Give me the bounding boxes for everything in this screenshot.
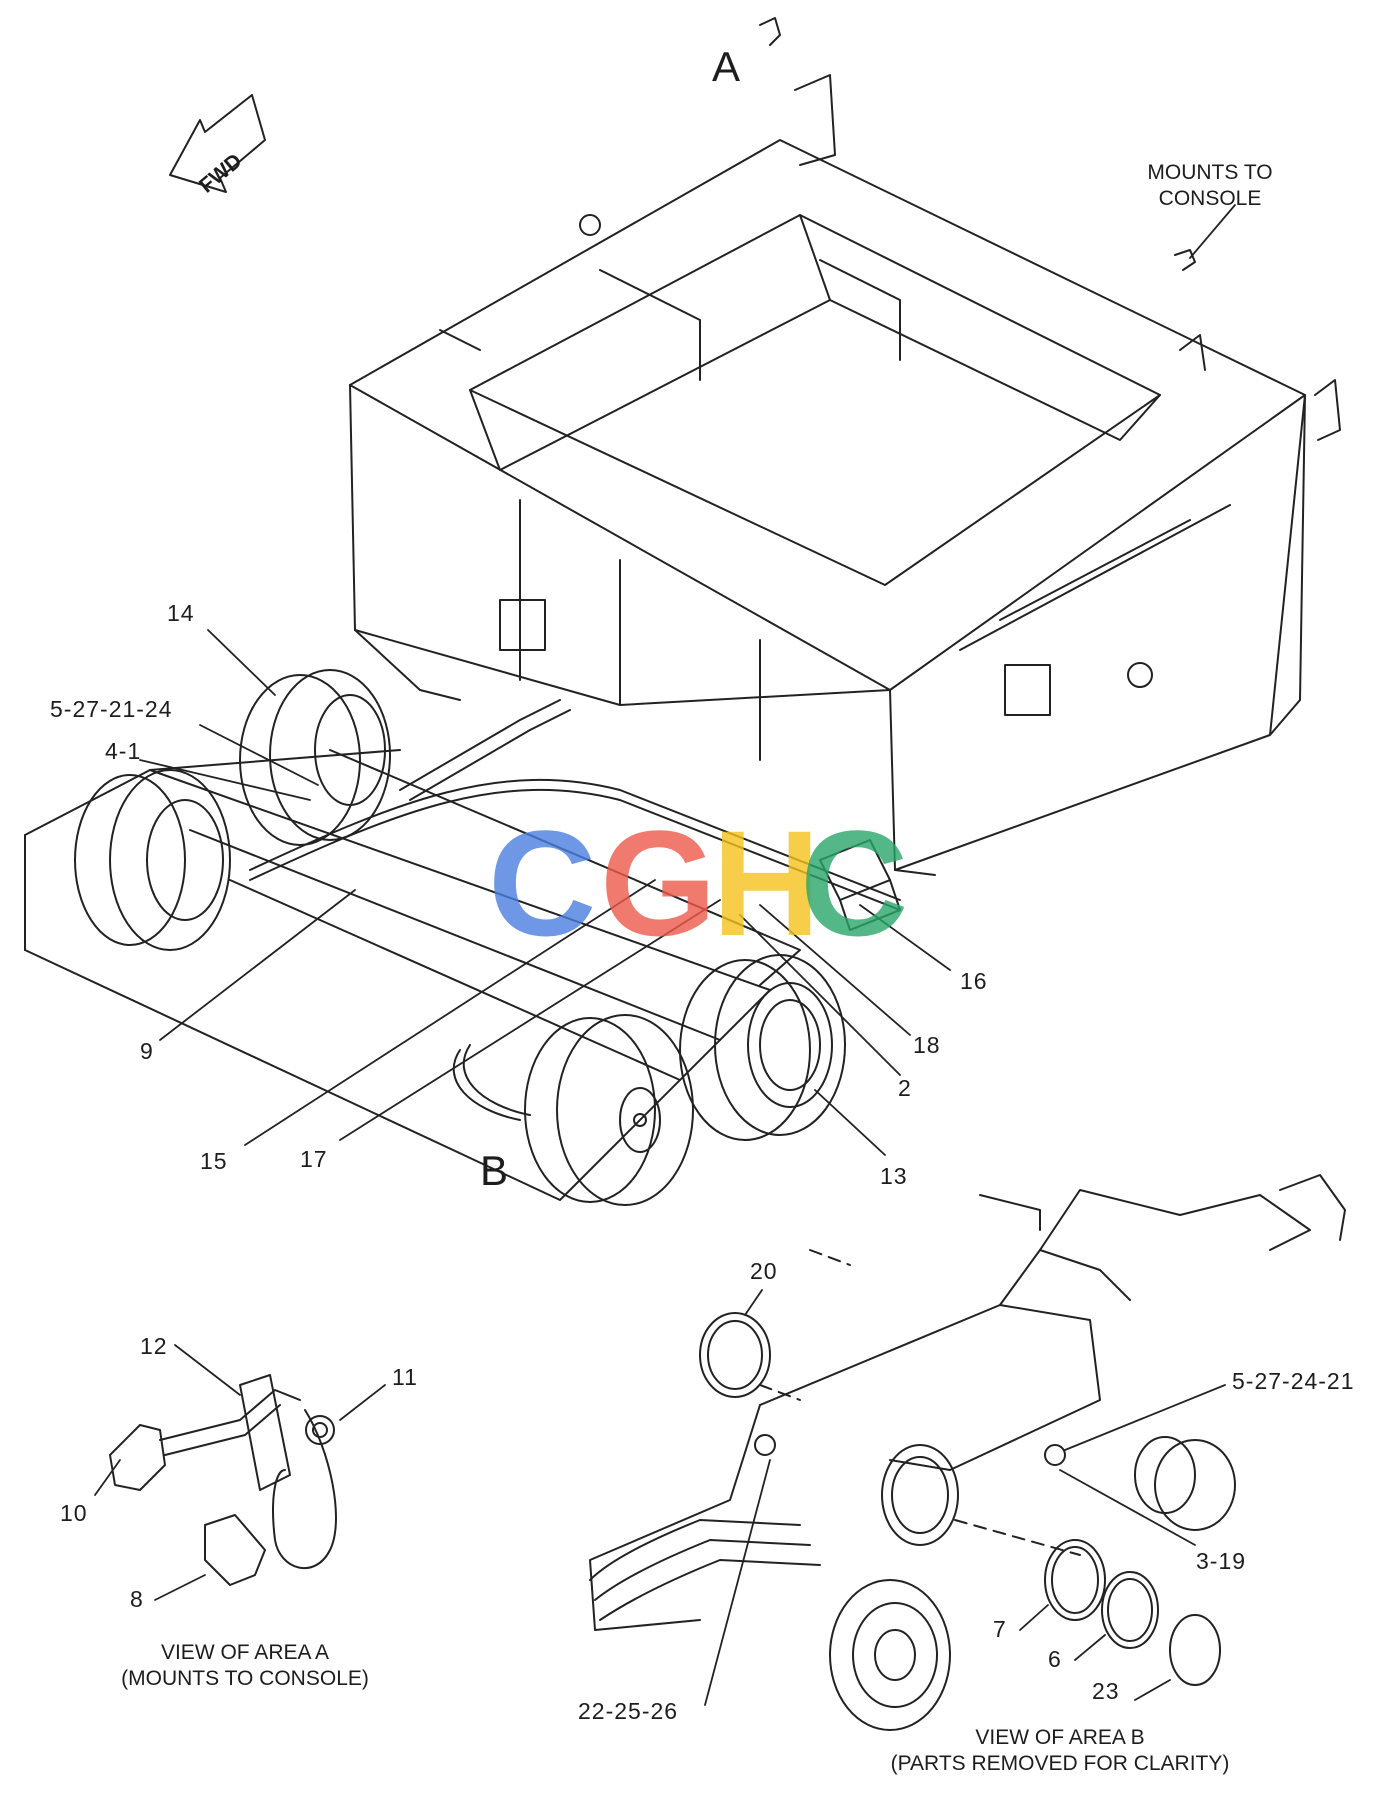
callout-15: 15 <box>200 1148 228 1174</box>
area-b-detail <box>589 1174 1346 1731</box>
watermark-letter-4: C <box>800 799 909 967</box>
wheel-front-left <box>74 769 231 951</box>
area-a-detail <box>109 1374 337 1586</box>
area-label-a: A <box>712 43 741 90</box>
watermark-letter-2: G <box>600 799 717 967</box>
seal-ring-7 <box>1044 1539 1106 1621</box>
caption-b-line-2: (PARTS REMOVED FOR CLARITY) <box>890 1752 1230 1775</box>
callout-6: 6 <box>1048 1646 1062 1672</box>
caption-a-line-1: VIEW OF AREA A <box>160 1641 330 1664</box>
callout-17: 17 <box>300 1146 328 1172</box>
area-label-b: B <box>480 1147 509 1194</box>
callout-20: 20 <box>750 1258 778 1284</box>
callout-11: 11 <box>392 1364 418 1390</box>
callout-7: 7 <box>993 1616 1007 1642</box>
valve-block <box>819 839 901 931</box>
clip-area-a <box>759 17 1196 271</box>
callout-2: 2 <box>898 1075 912 1101</box>
callout-22-25-26: 22-25-26 <box>578 1698 679 1724</box>
axle-assembly <box>24 699 901 1201</box>
seal-ring-23 <box>1169 1614 1221 1686</box>
caption-view-area-b: VIEW OF AREA B (PARTS REMOVED FOR CLARIT… <box>880 1725 1240 1777</box>
wheel-rear-left <box>239 669 391 846</box>
wheel-rear-right <box>524 1014 694 1206</box>
note-mounts-to-console: MOUNTS TO CONSOLE <box>1147 160 1272 212</box>
callout-5-27-21-24: 5-27-21-24 <box>50 696 173 722</box>
callout-18: 18 <box>913 1032 941 1058</box>
fwd-arrow-icon <box>169 94 266 193</box>
caption-a-line-2: (MOUNTS TO CONSOLE) <box>121 1667 369 1690</box>
note-line-2: CONSOLE <box>1158 187 1262 210</box>
seal-ring-20 <box>699 1312 771 1398</box>
callout-14: 14 <box>167 600 195 626</box>
chassis-frame <box>349 74 1341 876</box>
callout-13: 13 <box>880 1163 908 1189</box>
callout-3-19: 3-19 <box>1196 1548 1247 1574</box>
caption-b-line-1: VIEW OF AREA B <box>975 1726 1145 1749</box>
callout-5-27-24-21: 5-27-24-21 <box>1232 1368 1355 1394</box>
seal-ring-6 <box>1101 1571 1159 1649</box>
callout-4-1: 4-1 <box>105 738 142 764</box>
watermark-letter-3: H <box>712 799 821 967</box>
caption-view-area-a: VIEW OF AREA A (MOUNTS TO CONSOLE) <box>115 1640 375 1692</box>
note-line-1: MOUNTS TO <box>1147 161 1273 184</box>
callout-8: 8 <box>130 1586 144 1612</box>
callout-23: 23 <box>1092 1678 1120 1704</box>
callout-16: 16 <box>960 968 988 994</box>
watermark-letter-1: C <box>488 799 597 967</box>
callout-10: 10 <box>60 1500 88 1526</box>
leader-lines <box>94 204 1236 1706</box>
callout-9: 9 <box>140 1038 154 1064</box>
callout-12: 12 <box>140 1333 168 1359</box>
